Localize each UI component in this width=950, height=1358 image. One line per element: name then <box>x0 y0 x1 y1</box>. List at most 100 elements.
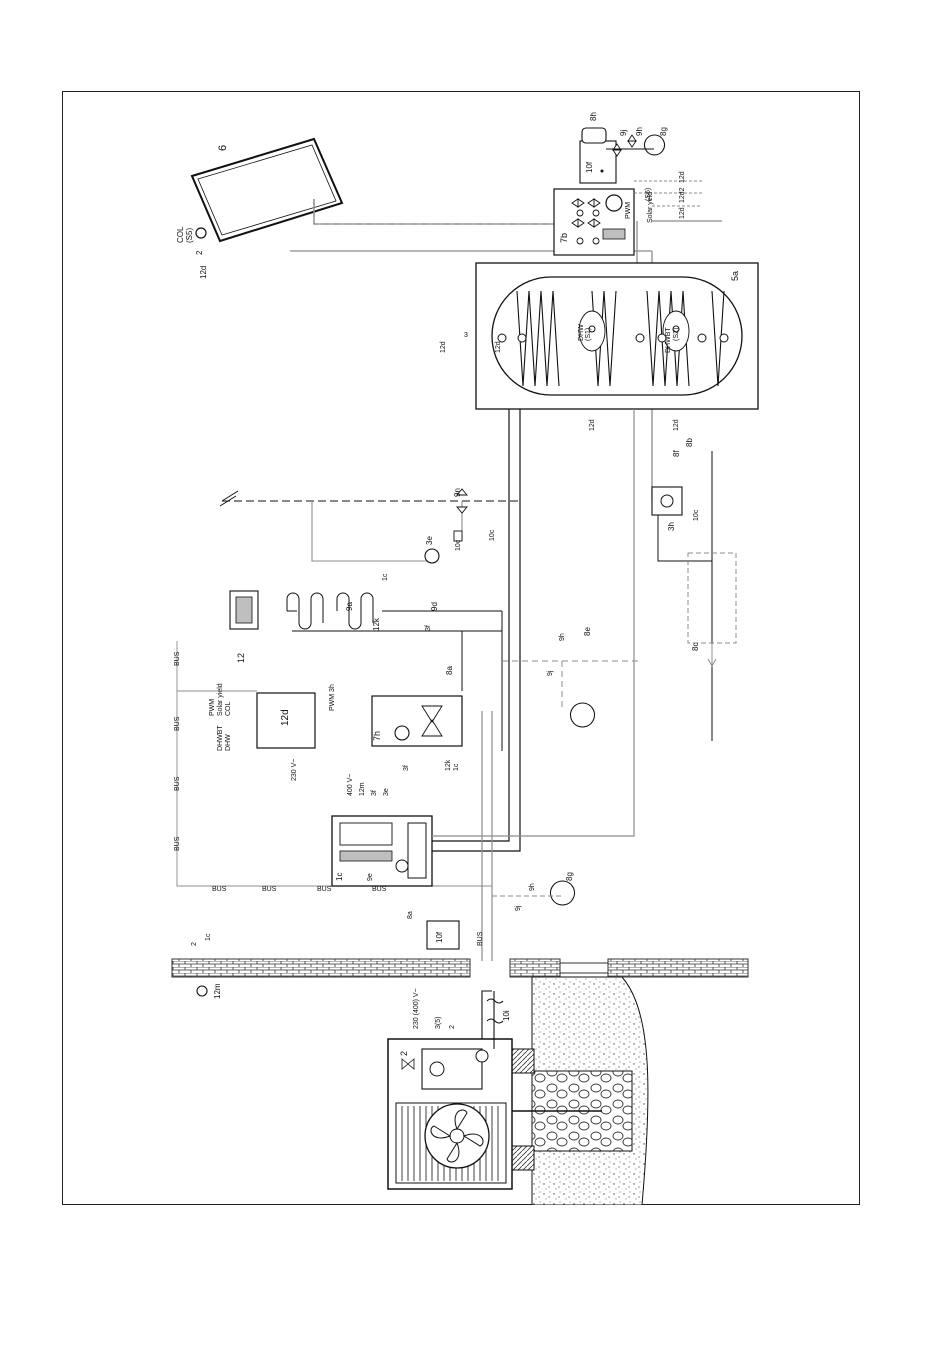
solar-station-ref: 7b <box>559 233 569 243</box>
circulation-pump-icon <box>424 548 440 564</box>
bus-label-wall: BUS <box>477 931 484 946</box>
ctrl-dhw: DHW <box>225 734 232 751</box>
controller-ref: 12d <box>280 709 291 726</box>
indoor-unit-ref: 1c <box>335 873 344 881</box>
mixing-module: 7h 3f 12k 1c <box>371 695 463 771</box>
tank-bottom-12d: 12d <box>589 419 596 431</box>
outdoor-sensor-ref: 12m <box>213 983 222 999</box>
storage-tank: 5a DHW (S1) DHWBT (S2) 12d 3 12d 12d 12d <box>440 262 759 431</box>
dhw-check-ref: 10c <box>693 509 700 521</box>
mixing-valve-ref: 9n <box>453 488 462 497</box>
dhwbt-sensor-code: DHWBT <box>665 327 672 353</box>
indoor-9j: 9j <box>515 905 522 911</box>
mix-1c: 1c <box>453 763 460 771</box>
heating-circuit: 9a 9d 12k 3f 12 <box>229 590 503 751</box>
ctrl-solar-yield: Solar yield <box>217 683 224 716</box>
solar-exp-vessel-ref: 10f <box>585 161 594 173</box>
dhw-sensor-icon <box>588 325 596 333</box>
bus-label-6: BUS <box>262 886 277 893</box>
outdoor-unit-ref: 2 <box>399 1051 409 1056</box>
solar-pump-pwm: PWM <box>625 202 632 219</box>
bus-label-5: BUS <box>212 886 227 893</box>
ground-foundation <box>511 976 649 1205</box>
bus-label-8: BUS <box>372 886 387 893</box>
bus-label-1: BUS <box>174 651 181 666</box>
outdoor-wire-2: 2 <box>449 1025 456 1029</box>
solar-collector: 6 COL (S5) 2 12d <box>176 137 344 279</box>
controller-unit: 12d PWM Solar yield COL DHWBT DHW PWM 3h… <box>209 683 336 781</box>
tank-wire-12d: 12d <box>440 341 447 353</box>
bus-label-3: BUS <box>174 776 181 791</box>
outdoor-heat-pump: 2 <box>387 1038 513 1190</box>
heating-pump-ref: 3f <box>425 625 432 631</box>
indoor-12m: 12m <box>359 782 366 796</box>
dhw-exp-ref: 8f <box>672 450 681 457</box>
wire-ref-12d-b: 12d <box>679 207 686 219</box>
ref-9j-top: 9j <box>619 130 628 136</box>
collector-sensor-icon <box>195 227 207 239</box>
indoor-unit: 1c 9e 400 V~ 12m 3f 3e <box>331 774 433 887</box>
building-wall: 12m 1c 2 BUS <box>171 931 749 999</box>
ufh-valve-ref: 9a <box>345 602 354 611</box>
mixing-module-ref: 7h <box>372 731 382 741</box>
dhw-sensor-code: DHW <box>578 324 585 341</box>
ctrl-pwm-col: PWM <box>209 699 216 716</box>
mix-3f: 3f <box>403 765 410 771</box>
ufh-flow-ref: 9d <box>430 602 439 611</box>
room-unit-ref: 12 <box>236 653 246 663</box>
ctrl-col: COL <box>225 702 232 717</box>
check-valve-ref-2: 10c <box>489 529 496 541</box>
solar-yield-label: Solar yeld <box>647 192 654 223</box>
col-sensor-module-ref: 12d <box>199 266 208 279</box>
hydraulic-schematic: 6 COL (S5) 2 12d 7b PWM 10f <box>171 112 759 1205</box>
drawing-frame <box>62 91 860 1205</box>
ref-8g-top: 8g <box>659 127 668 136</box>
solar-collector-label: 6 <box>217 145 229 151</box>
room-control-ref: 12k <box>372 617 381 631</box>
ctrl-pwm-3h: PWM 3h <box>329 684 336 711</box>
col-sensor-code: COL <box>176 226 185 243</box>
tank-sensor-wire-count: 3 <box>464 332 468 339</box>
indoor-9e: 9e <box>367 873 374 881</box>
wire-ref-12d-a: 12d <box>679 171 686 183</box>
solar-expansion-group: 8h 9j 9h 8g <box>581 112 668 157</box>
heating-expansion: 8e 9h 9j 8a <box>445 627 642 728</box>
solar-yield-sensor-ref: (S6) <box>645 188 652 201</box>
indoor-400v: 400 V~ <box>347 774 354 796</box>
heating-exp-9j: 9j <box>547 670 554 676</box>
col-sensor-ref: (S5) <box>185 228 194 243</box>
col-sensor-wire-count: 2 <box>195 250 204 255</box>
solar-station-wiring <box>634 180 702 207</box>
dhw-circulation-group: 9n 3e 1c 10c 10c <box>219 488 522 581</box>
cold-inlet-ref: 8c <box>691 643 700 651</box>
dhwbt-sensor-icon <box>672 325 680 333</box>
outdoor-power-label: 230 (400) V~ <box>413 988 420 1029</box>
indoor-safety-ref: 8a <box>407 911 414 919</box>
circulation-pump-ref: 3e <box>425 536 434 545</box>
heating-safety-ref: 8a <box>445 666 454 675</box>
heating-exp-9h: 9h <box>559 633 566 641</box>
bus-label-7: BUS <box>317 886 332 893</box>
bus-label-2: BUS <box>174 716 181 731</box>
indoor-exp-ref: 10f <box>435 931 444 943</box>
solar-pump-icon <box>605 194 623 212</box>
ctrl-230v: 230 V~ <box>291 759 298 781</box>
indoor-expansion: 10f 8a 8g 9h 9j <box>407 872 575 950</box>
storage-tank-ref: 5a <box>730 271 740 281</box>
indoor-8g: 8g <box>565 872 574 881</box>
main-pipes-grey <box>432 409 635 961</box>
indoor-3e: 3e <box>383 788 390 796</box>
heating-exp-ref: 8e <box>583 627 592 636</box>
wire-ref-12d2: 12d2 <box>679 187 686 203</box>
outdoor-3-5: 3(5) <box>435 1017 442 1029</box>
ref-8h-top: 8h <box>589 112 598 121</box>
solar-pump-station: 7b PWM 10f <box>553 140 635 256</box>
indoor-3f: 3f <box>371 790 378 796</box>
tank-bottom-12d-2: 12d <box>673 419 680 431</box>
indoor-9h: 9h <box>529 883 536 891</box>
solar-return-pipe-dashed <box>313 199 562 225</box>
dhw-safety-ref: 8b <box>685 438 694 447</box>
circ-pump-module-ref: 1c <box>382 573 389 581</box>
dhw-sensor-ref: (S1) <box>585 328 592 341</box>
outdoor-wire-count: 2 <box>191 942 198 946</box>
